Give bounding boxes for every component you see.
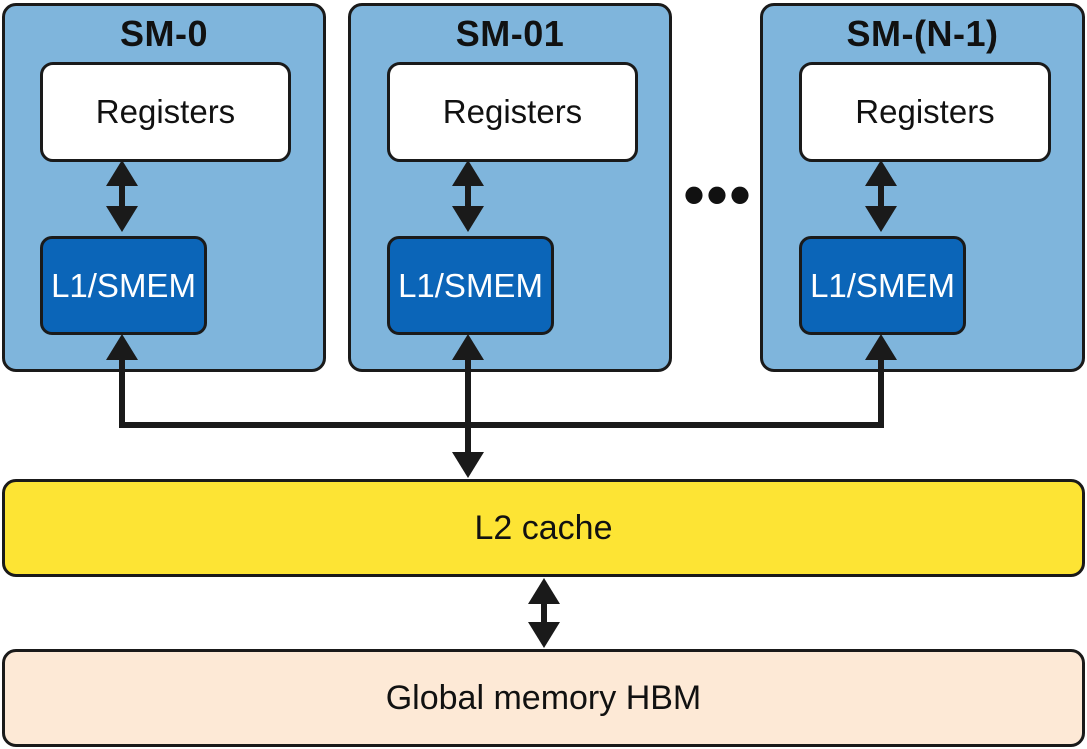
sm-title: SM-01	[455, 13, 565, 54]
arrow-head-down	[452, 206, 484, 232]
arrow-head-down	[106, 206, 138, 232]
arrow-head-down	[865, 206, 897, 232]
l1-smem-box: L1/SMEM	[40, 236, 207, 335]
registers-box: Registers	[387, 62, 638, 162]
sm-block-1: SM-01 Registers L1/SMEM	[348, 3, 672, 372]
arrow-head-up	[528, 578, 560, 604]
arrow-head-up	[106, 334, 138, 360]
arrow-head-down	[528, 622, 560, 648]
more-sms-ellipsis: •••	[683, 161, 753, 228]
sm-title: SM-0	[119, 13, 208, 54]
registers-box: Registers	[40, 62, 291, 162]
arrow-head-up	[452, 160, 484, 186]
l1-smem-box: L1/SMEM	[387, 236, 554, 335]
sm-block-0: SM-0 Registers L1/SMEM	[2, 3, 326, 372]
l2-cache-box: L2 cache	[2, 479, 1085, 577]
arrow-head-up	[106, 160, 138, 186]
global-memory-box: Global memory HBM	[2, 649, 1085, 747]
sm-block-n-1: SM-(N-1) Registers L1/SMEM	[760, 3, 1085, 372]
arrow-head-up	[865, 160, 897, 186]
arrow-head-down	[452, 452, 484, 478]
arrow-head-up	[452, 334, 484, 360]
arrow-head-up	[865, 334, 897, 360]
registers-box: Registers	[799, 62, 1051, 162]
bus-connector	[119, 355, 884, 428]
sm-title: SM-(N-1)	[846, 13, 999, 54]
l1-smem-box: L1/SMEM	[799, 236, 966, 335]
